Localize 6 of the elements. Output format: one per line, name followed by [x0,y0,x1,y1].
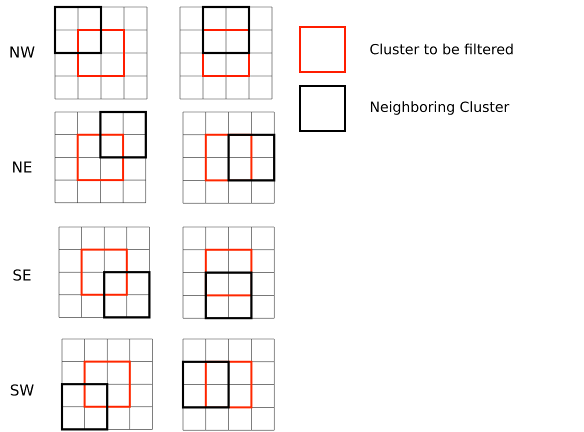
row-label: NW [10,46,35,58]
row-label: NE [13,162,32,172]
legend-label: Cluster to be filtered [370,44,513,54]
legend-label: Neighboring Cluster [370,101,510,115]
row-label: SW [10,384,34,396]
row-label: SE [14,269,31,281]
